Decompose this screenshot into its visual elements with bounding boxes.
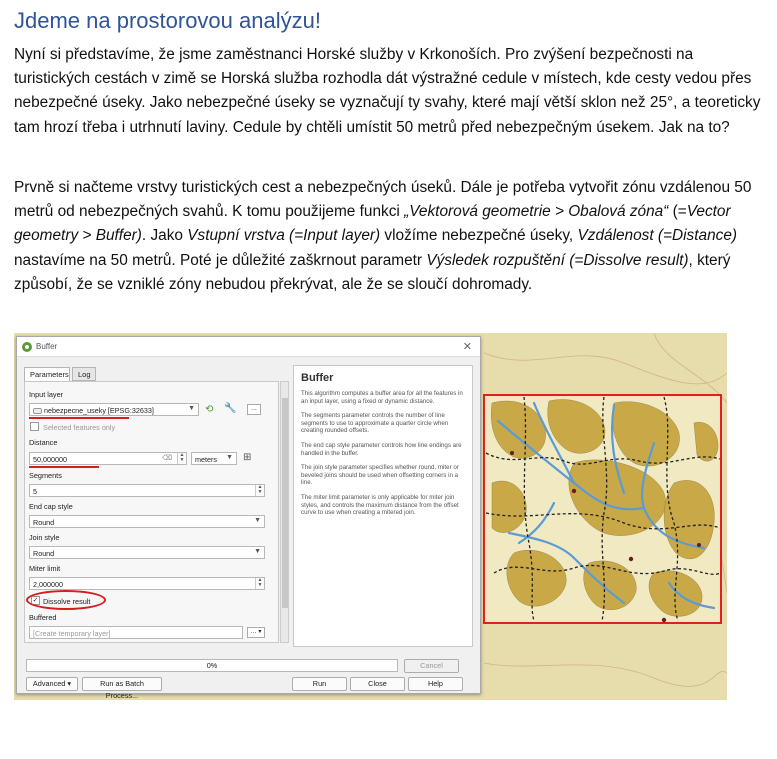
join-style-label: Join style: [29, 533, 60, 542]
chevron-down-icon: ▼: [188, 405, 195, 412]
text-run: , který způsobí, že se vzniklé zóny nebu…: [14, 251, 731, 293]
italic-run: Vstupní vrstva (=Input layer): [187, 227, 381, 245]
input-layer-select[interactable]: nebezpecne_useky [EPSG:32633] ▼: [29, 403, 199, 416]
distance-unit-value: meters: [195, 455, 217, 464]
buffered-output-field[interactable]: [Create temporary layer]: [29, 626, 243, 639]
annotation-underline: [29, 466, 99, 468]
dialog-titlebar: Buffer ✕: [17, 337, 480, 357]
wrench-icon[interactable]: 🔧: [224, 403, 237, 414]
intro-paragraph: Nyní si představíme, že jsme zaměstnanci…: [14, 46, 761, 136]
help-text: The segments parameter controls the numb…: [301, 412, 449, 435]
stepper-icon[interactable]: ▲▼: [255, 485, 264, 496]
help-text: The end cap style parameter controls how…: [301, 441, 462, 457]
end-cap-value: Round: [33, 518, 55, 527]
advanced-button[interactable]: Advanced ▾: [26, 677, 78, 691]
cancel-button[interactable]: Cancel: [404, 659, 459, 673]
segments-value: 5: [33, 487, 37, 496]
segments-input[interactable]: 5 ▲▼: [29, 484, 265, 497]
text-run: (=: [668, 203, 687, 221]
chevron-down-icon: ▼: [226, 454, 233, 461]
dialog-title: Buffer: [36, 342, 58, 351]
help-text: The join style parameter specifies wheth…: [301, 464, 459, 487]
selected-features-checkbox[interactable]: [30, 422, 39, 431]
parameters-panel: Input layer nebezpecne_useky [EPSG:32633…: [24, 381, 279, 643]
polygon-layer-icon: [33, 408, 42, 415]
help-text: This algorithm computes a buffer area fo…: [301, 390, 463, 405]
chevron-down-icon: ▾: [67, 679, 72, 688]
join-style-value: Round: [33, 549, 55, 558]
italic-run: Vector geometry > Buffer): [14, 203, 731, 245]
data-defined-icon[interactable]: ⊞: [243, 452, 252, 463]
parameters-scrollbar[interactable]: [280, 381, 289, 643]
close-button[interactable]: Close: [350, 677, 405, 691]
help-text: The miter limit parameter is only applic…: [301, 493, 459, 517]
help-title: Buffer: [301, 372, 334, 384]
italic-run: Vzdálenost (=Distance): [577, 227, 738, 245]
iterate-icon[interactable]: ⟲: [205, 404, 214, 415]
join-style-select[interactable]: Round ▼: [29, 546, 265, 559]
close-icon[interactable]: ✕: [462, 341, 472, 353]
input-layer-value: nebezpecne_useky [EPSG:32633]: [44, 406, 154, 415]
selected-features-label: Selected features only: [43, 423, 116, 432]
italic-run: „Vektorová geometrie > Obalová zóna“: [404, 203, 669, 221]
text-run: vložíme nebezpečné úseky,: [380, 227, 578, 245]
instructions-paragraph: Prvně si načteme vrstvy turistických ces…: [14, 176, 766, 297]
more-options-button[interactable]: …: [247, 404, 261, 415]
segments-label: Segments: [29, 471, 62, 480]
batch-process-button[interactable]: Run as Batch Process...: [82, 677, 162, 700]
stepper-icon[interactable]: ▲▼: [177, 453, 186, 464]
qgis-logo-icon: [22, 342, 32, 352]
distance-value: 50,000000: [33, 455, 67, 464]
end-cap-select[interactable]: Round ▼: [29, 515, 265, 528]
text-run: . Jako: [141, 227, 188, 245]
tab-log[interactable]: Log: [72, 367, 96, 381]
chevron-down-icon: ▼: [254, 548, 261, 555]
chevron-down-icon: ▼: [254, 517, 261, 524]
distance-input[interactable]: 50,000000 ⌫ ▲▼: [29, 452, 187, 465]
stepper-icon[interactable]: ▲▼: [255, 578, 264, 589]
help-button[interactable]: Help: [408, 677, 463, 691]
italic-run: Výsledek rozpuštění (=Dissolve result): [426, 251, 689, 269]
end-cap-label: End cap style: [29, 502, 73, 511]
buffered-output-value: [Create temporary layer]: [33, 629, 111, 638]
text-run: nastavíme na 50 metrů. Poté je důležité …: [14, 251, 427, 269]
progress-bar: 0%: [26, 659, 398, 672]
clear-icon[interactable]: ⌫: [162, 455, 172, 462]
miter-limit-value: 2,000000: [33, 580, 63, 589]
buffer-dialog: Buffer ✕ Parameters Log Input layer nebe…: [16, 336, 481, 700]
output-options-button[interactable]: … ▾: [247, 627, 265, 638]
page-title: Jdeme na prostorovou analýzu!: [14, 8, 321, 33]
qgis-screenshot-figure: Buffer ✕ Parameters Log Input layer nebe…: [14, 333, 727, 700]
distance-unit-select[interactable]: meters ▼: [191, 452, 237, 465]
annotation-ellipse: [26, 590, 106, 610]
input-layer-label: Input layer: [29, 390, 64, 399]
text-run: Prvně si načteme vrstvy turistických ces…: [14, 179, 752, 221]
advanced-label: Advanced: [32, 679, 66, 688]
annotation-underline: [29, 417, 129, 419]
run-button[interactable]: Run: [292, 677, 347, 691]
miter-limit-input[interactable]: 2,000000 ▲▼: [29, 577, 265, 590]
tab-parameters[interactable]: Parameters: [24, 367, 70, 381]
buffered-label: Buffered: [29, 613, 57, 622]
distance-label: Distance: [29, 438, 58, 447]
scrollbar-thumb[interactable]: [282, 398, 288, 608]
help-panel: Buffer This algorithm computes a buffer …: [293, 365, 473, 647]
miter-limit-label: Miter limit: [29, 564, 61, 573]
